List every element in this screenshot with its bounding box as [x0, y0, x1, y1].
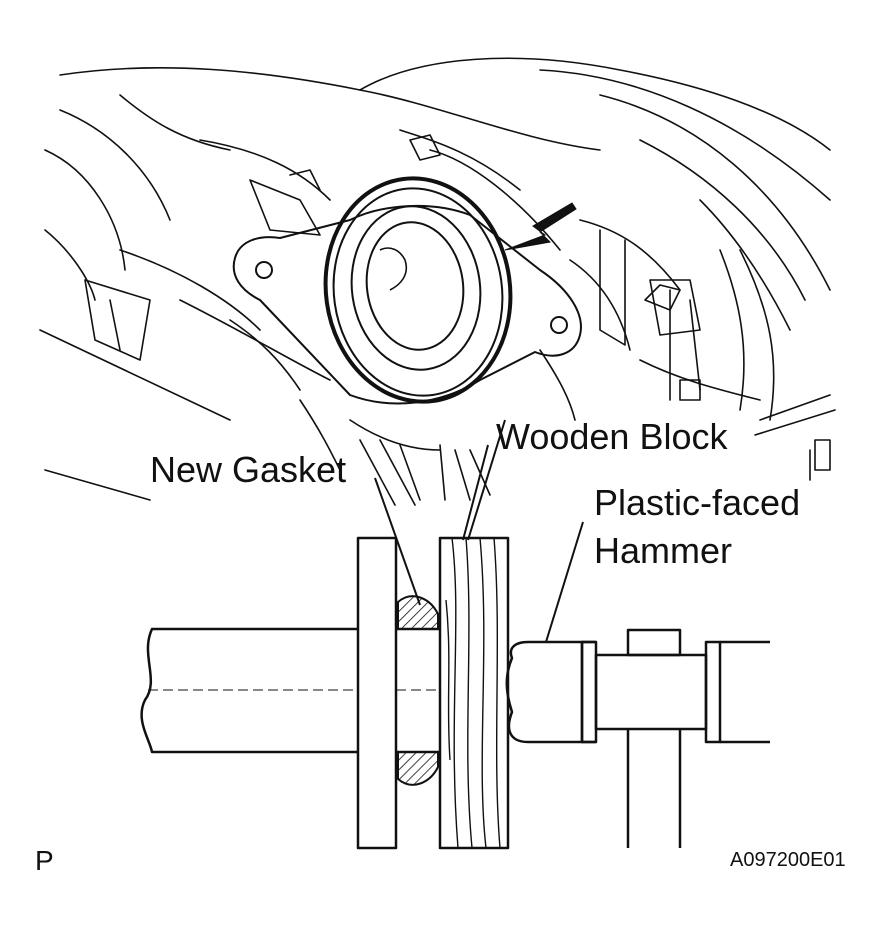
hammer-label-line1: Plastic-faced — [594, 482, 800, 523]
arrow-icon — [504, 202, 577, 251]
leader-lines — [374, 419, 584, 643]
hammer-label-line2: Hammer — [594, 530, 732, 571]
hammer-head — [594, 653, 708, 731]
wooden-block-label: Wooden Block — [496, 416, 728, 457]
section-diagram — [140, 536, 770, 850]
pipe-flange — [356, 536, 398, 850]
exhaust-pipe — [140, 627, 358, 754]
exhaust-flange-plate — [232, 204, 582, 405]
corner-mark: P — [35, 845, 54, 876]
hammer-plastic-face — [505, 640, 584, 744]
new-gasket-lower — [397, 751, 439, 786]
figure-code: A097200E01 — [730, 849, 846, 871]
new-gasket-upper — [397, 595, 439, 630]
flange-opening-rings — [323, 176, 513, 404]
new-gasket-label: New Gasket — [150, 449, 346, 490]
engine-bay-illustration — [39, 57, 836, 506]
